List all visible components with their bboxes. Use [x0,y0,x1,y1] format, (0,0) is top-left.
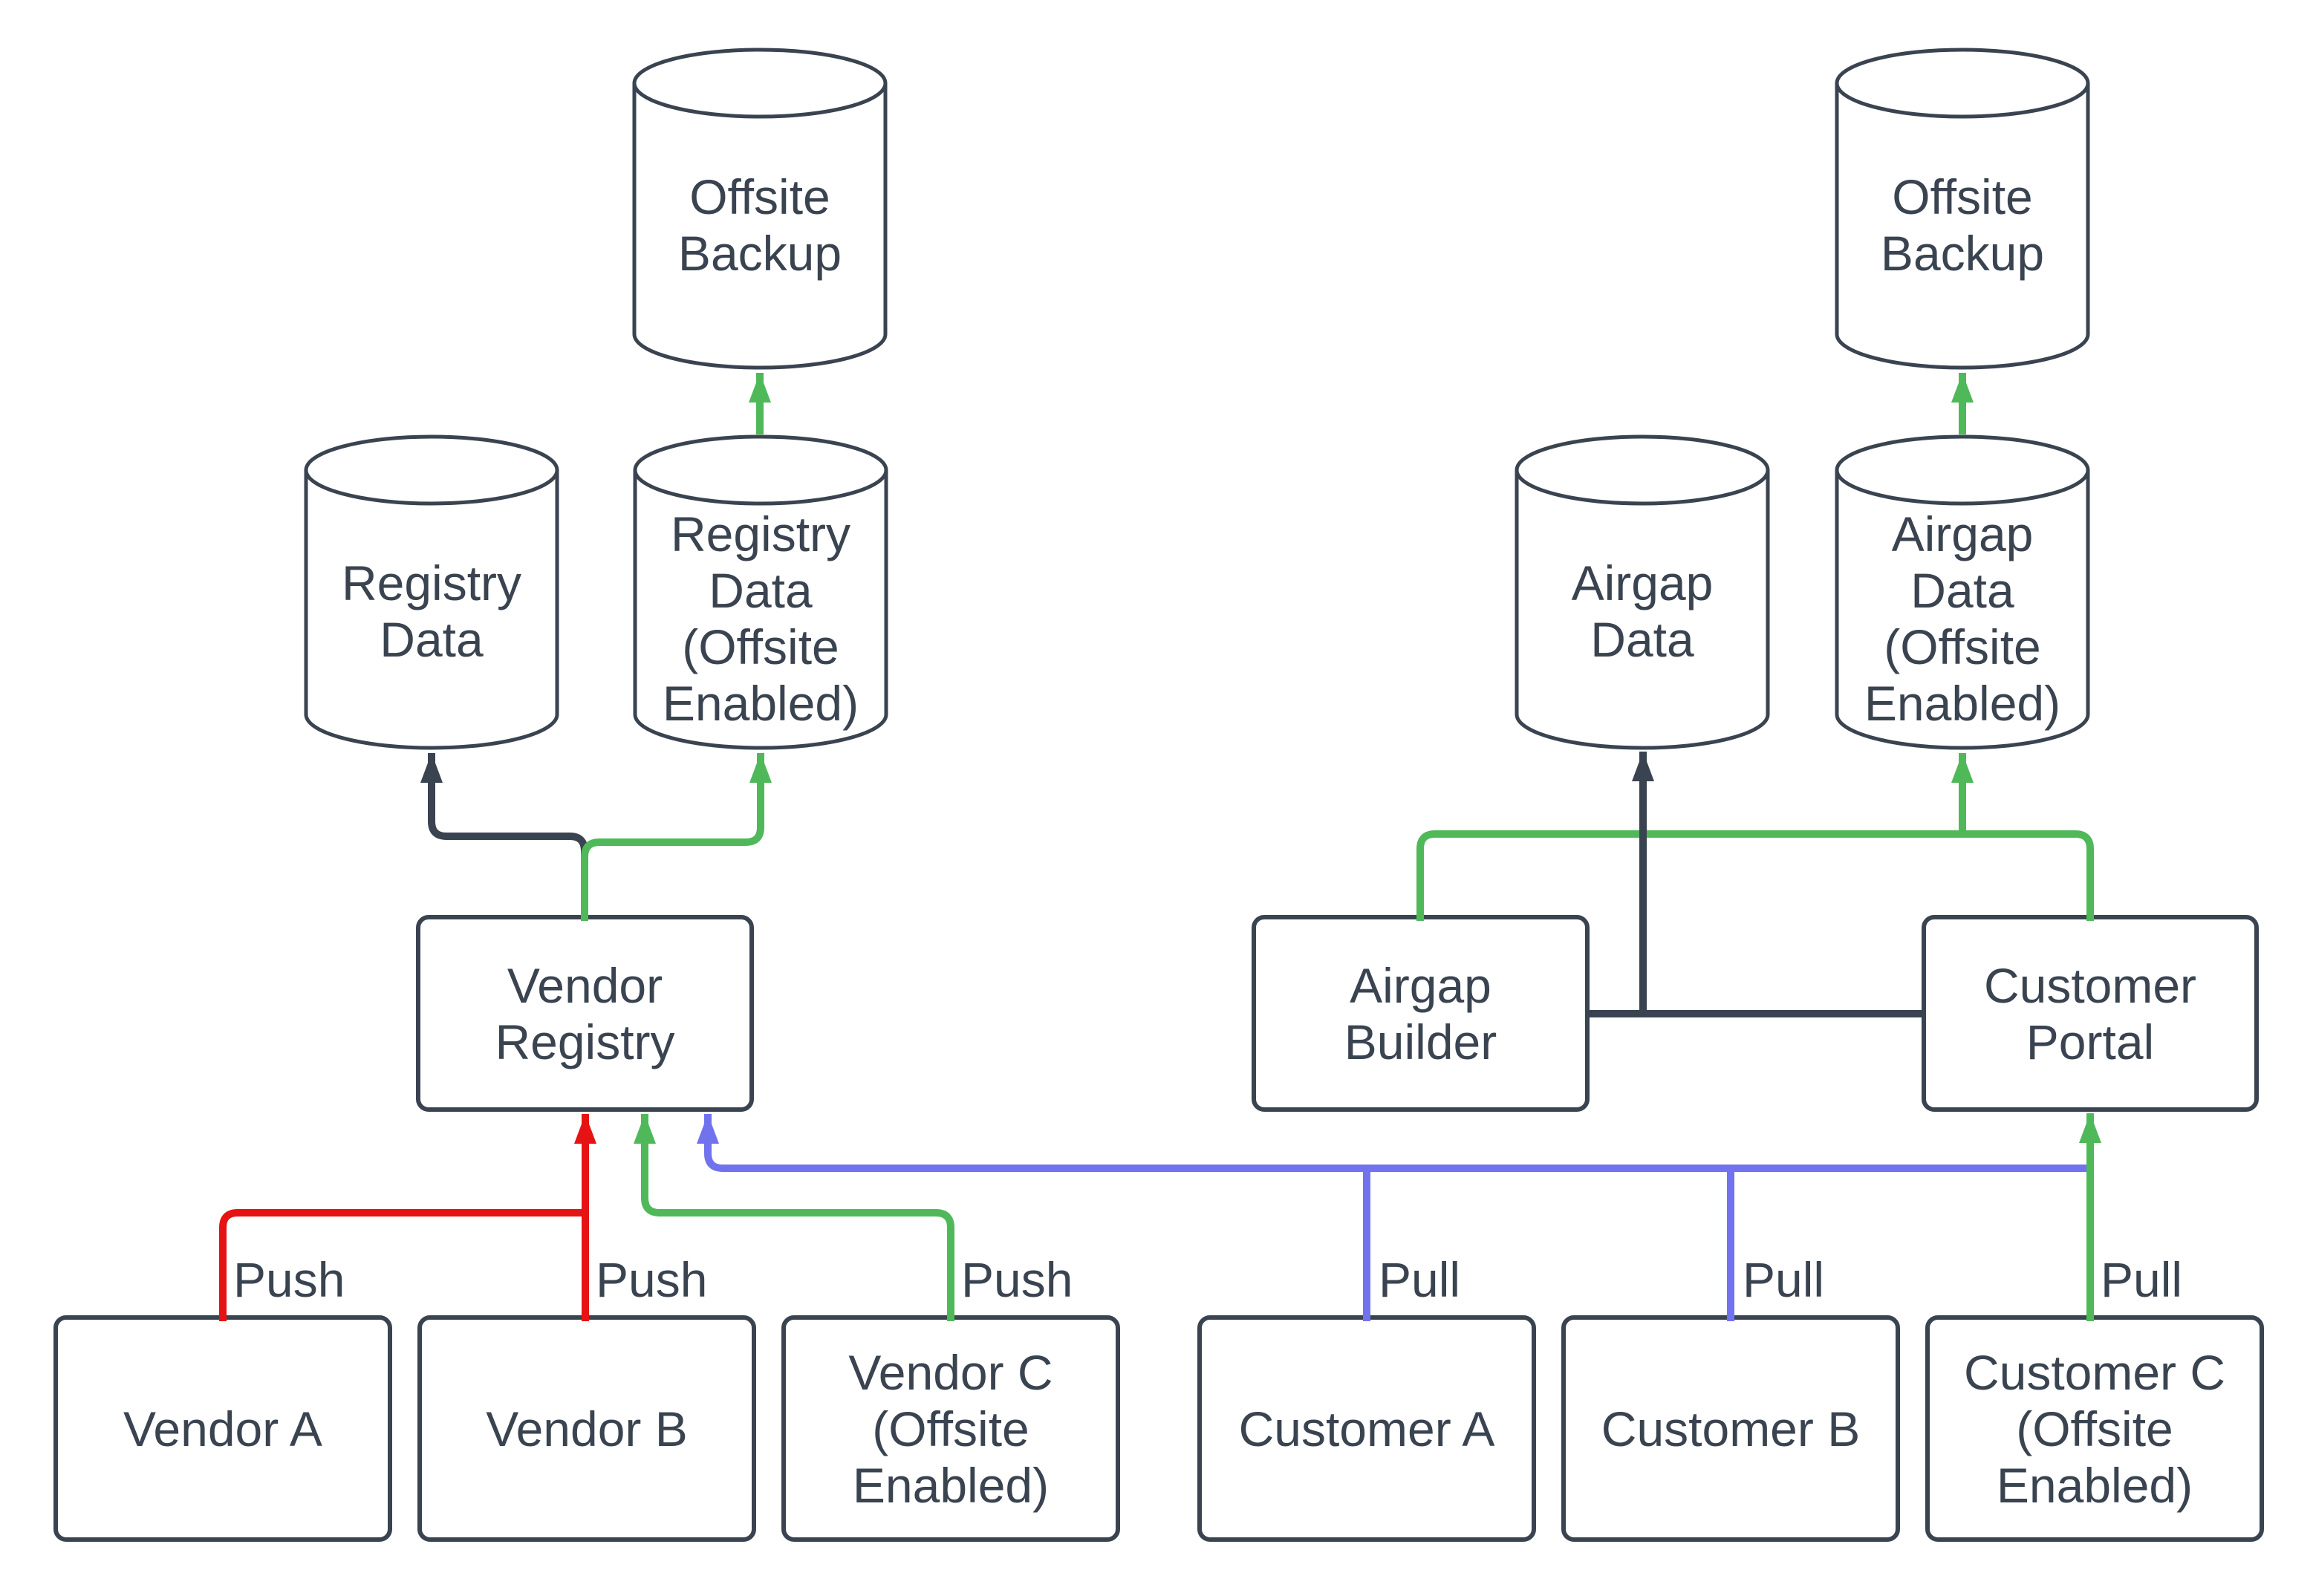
box-vendor-a [53,1315,392,1542]
box-customer-c [1925,1315,2264,1542]
cylinder-registry-data-offsite [633,434,888,750]
cylinder-offsite-backup-right [1835,48,2090,370]
edge-airgap-builder-customer-portal-green [1416,830,2094,921]
cylinder-airgap-data-offsite [1835,434,2090,750]
edge-vendor-registry-to-registry-data [420,753,588,921]
edge-customer-pulls-to-vendor-registry [697,1114,2086,1172]
box-vendor-registry [416,915,754,1112]
edge-label-push-vendor-a: Push [233,1252,345,1307]
edge-label-pull-customer-b: Pull [1743,1252,1825,1307]
edge-label-pull-customer-c: Pull [2101,1252,2183,1307]
box-airgap-builder [1252,915,1590,1112]
box-vendor-b [417,1315,756,1542]
edge-vendor-registry-to-registry-data-offsite [581,753,772,921]
cylinder-offsite-backup-left [632,48,888,370]
box-customer-portal [1922,915,2259,1112]
edge-vendor-a-push [219,1209,582,1321]
cylinder-airgap-data [1515,434,1770,750]
box-customer-a [1197,1315,1536,1542]
edge-label-pull-customer-a: Pull [1379,1252,1461,1307]
edge-vendor-c-push [634,1114,954,1321]
box-vendor-c [781,1315,1120,1542]
edge-label-push-vendor-b: Push [596,1252,708,1307]
edge-label-push-vendor-c: Push [961,1252,1073,1307]
cylinder-registry-data [304,434,559,750]
box-customer-b [1561,1315,1900,1542]
